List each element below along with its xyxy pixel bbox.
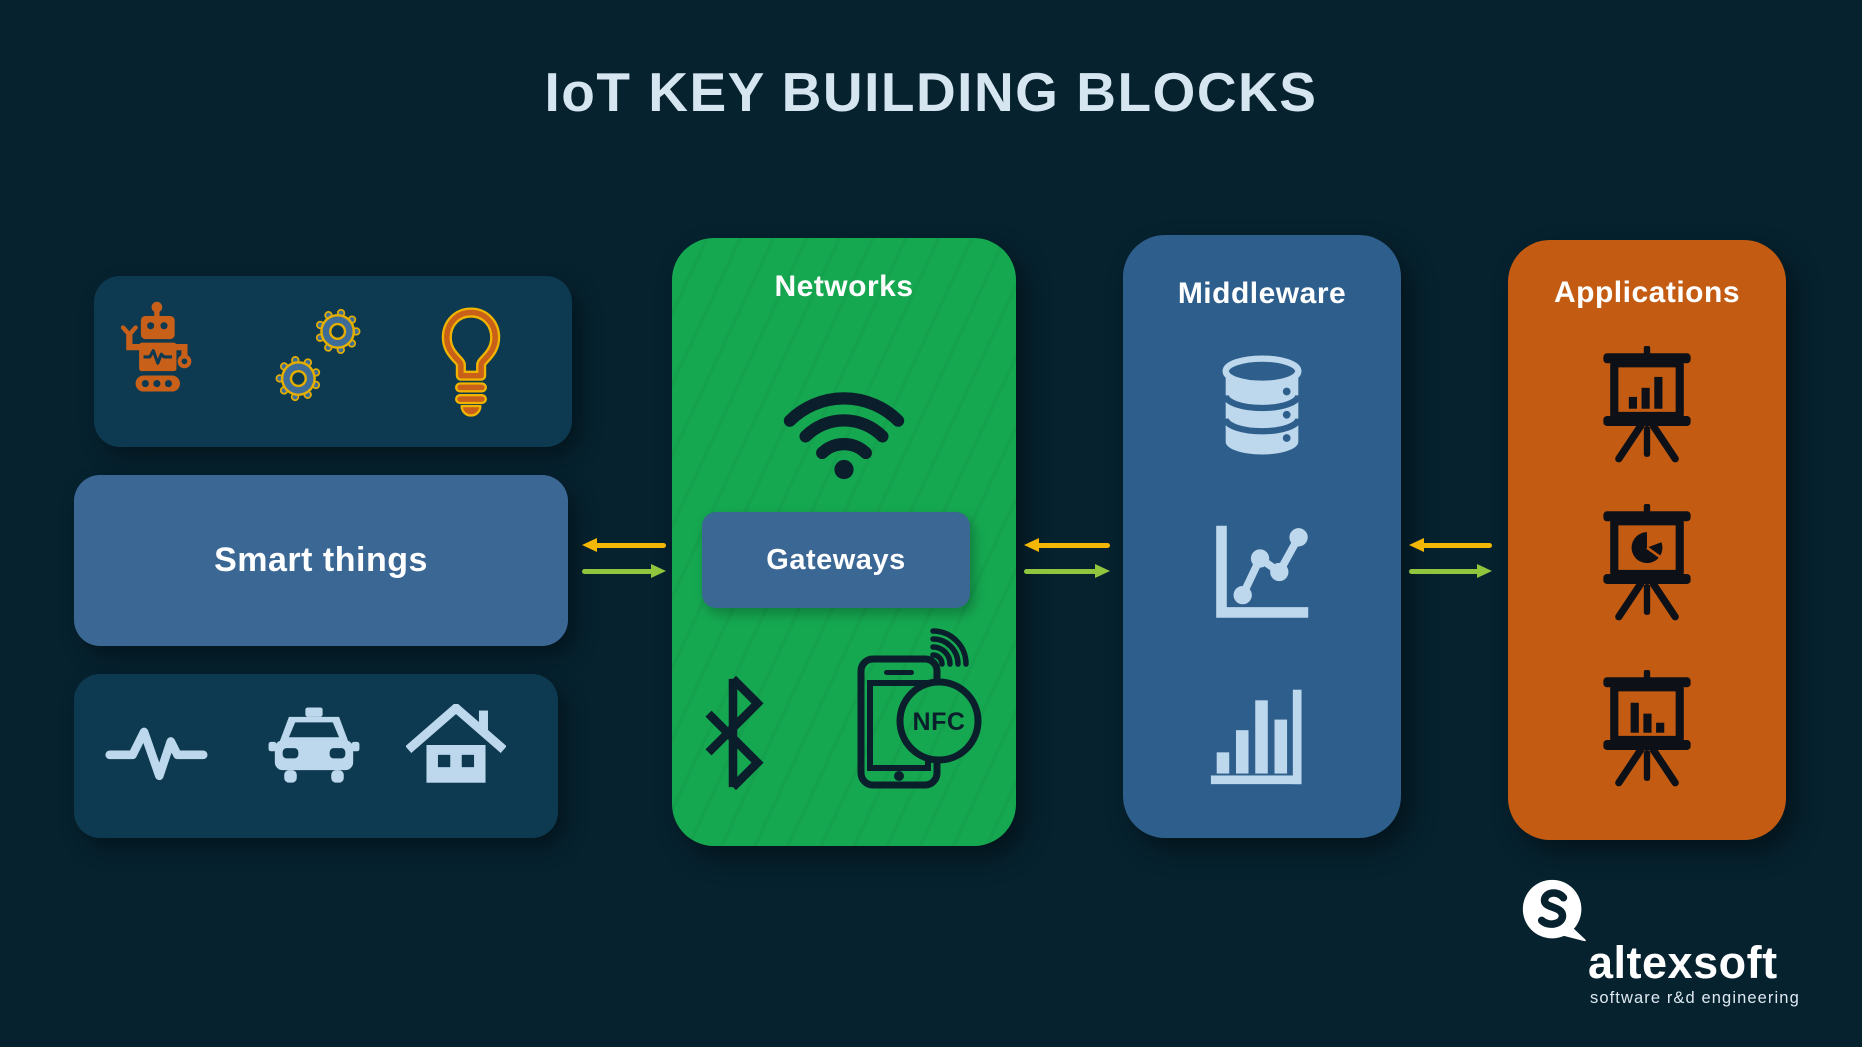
networks-block: Networks Gateways: [672, 238, 1016, 846]
nfc-label: NFC: [913, 708, 966, 736]
arrow-left-icon: [1024, 538, 1110, 552]
middleware-block: Middleware: [1123, 235, 1401, 838]
smart-context-box: [74, 674, 558, 838]
database-icon: [1216, 351, 1308, 464]
presentation-pie-chart-icon: [1588, 504, 1706, 624]
gateways-button: Gateways: [702, 512, 970, 608]
presentation-bar-chart-icon: [1588, 346, 1706, 466]
pulse-icon: [104, 712, 228, 790]
arrow-left-icon: [1409, 538, 1492, 552]
logo-brand-text: altexsoft: [1588, 937, 1778, 988]
taxi-icon: [267, 704, 361, 790]
lightbulb-icon: [432, 304, 510, 424]
applications-block: Applications: [1508, 240, 1786, 840]
page-title: IoT KEY BUILDING BLOCKS: [544, 61, 1318, 123]
wifi-icon: [771, 384, 917, 480]
arrow-right-icon: [1409, 564, 1492, 578]
applications-title: Applications: [1553, 276, 1740, 309]
bluetooth-icon: [693, 676, 773, 790]
gateways-label: Gateways: [766, 543, 906, 576]
robot-icon: [116, 294, 196, 410]
arrows-networks-middleware: [1024, 538, 1110, 578]
smart-things-label: Smart things: [214, 541, 428, 579]
arrows-smartthings-networks: [582, 538, 666, 578]
gears-icon: [265, 292, 371, 418]
arrow-right-icon: [582, 564, 666, 578]
logo-tagline-text: software r&d engineering: [1590, 989, 1800, 1007]
middleware-title: Middleware: [1177, 277, 1347, 310]
nfc-phone-icon: NFC: [856, 626, 986, 791]
presentation-column-chart-icon: [1588, 670, 1706, 790]
smart-things-box: Smart things: [74, 475, 568, 646]
line-chart-icon: [1208, 517, 1314, 627]
arrows-middleware-applications: [1409, 538, 1492, 578]
house-icon: [406, 704, 506, 786]
bar-chart-icon: [1209, 681, 1315, 789]
networks-title: Networks: [774, 270, 914, 303]
arrow-right-icon: [1024, 564, 1110, 578]
altexsoft-logo-icon: [1520, 876, 1588, 946]
smart-devices-box: [94, 276, 572, 447]
arrow-left-icon: [582, 538, 666, 552]
